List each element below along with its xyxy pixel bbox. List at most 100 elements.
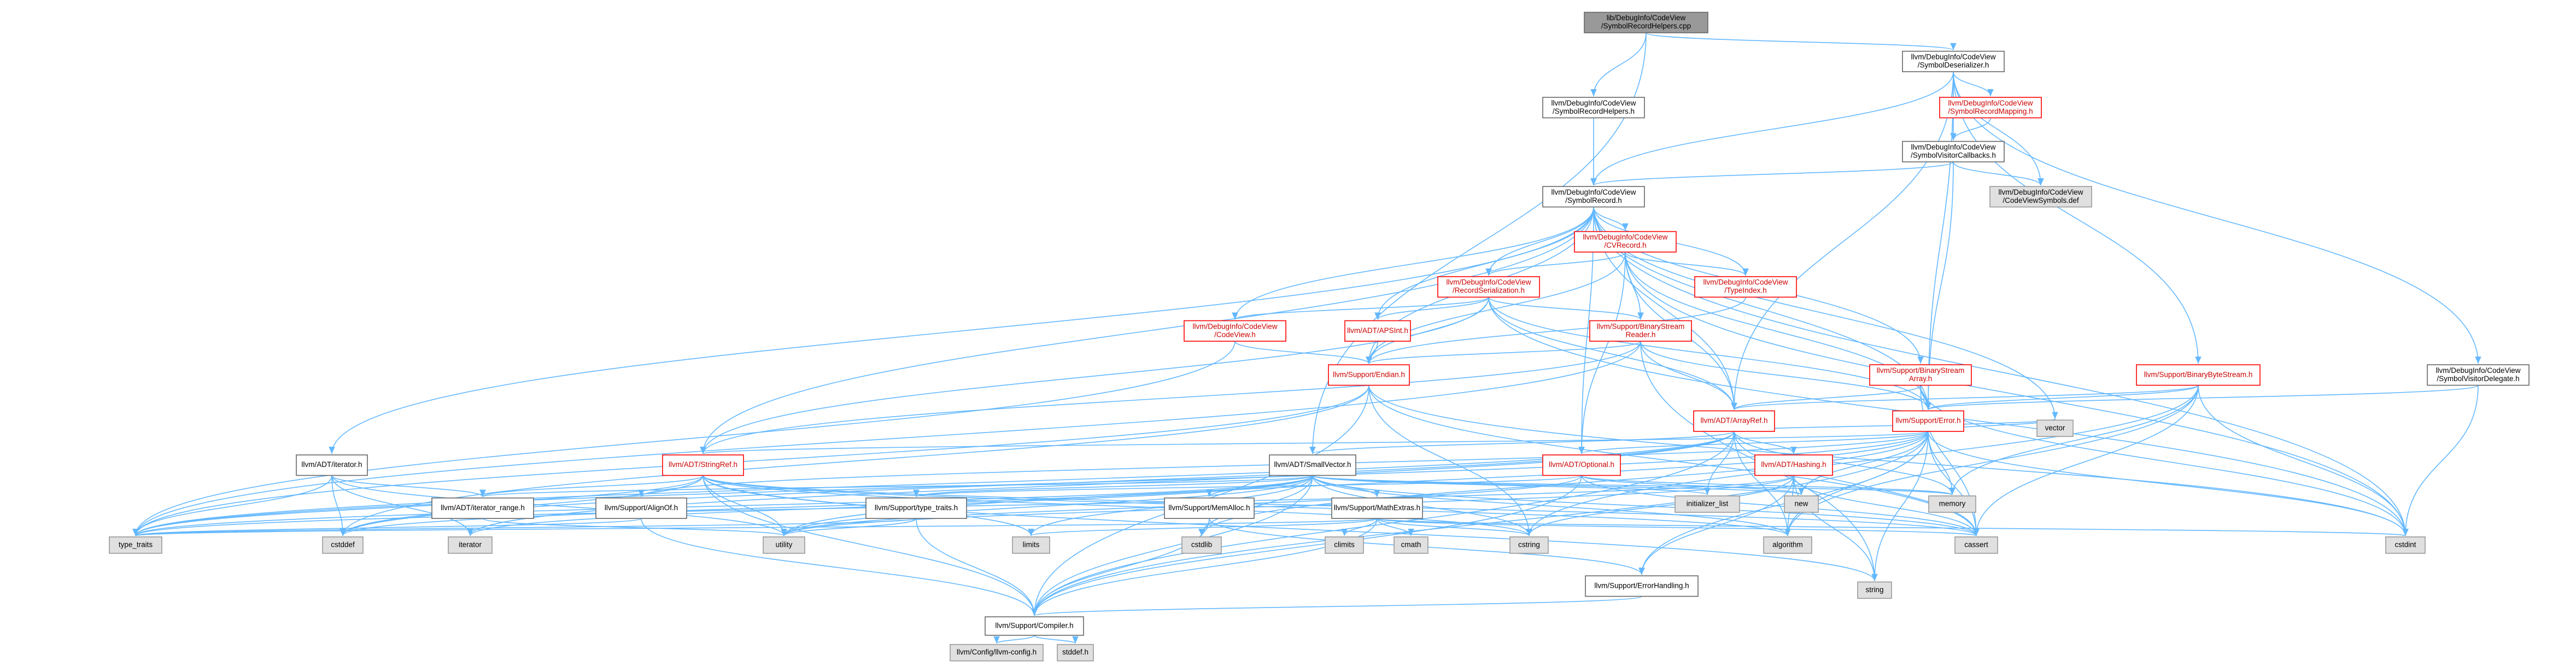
- edge-bsreader-to-endian: [1366, 341, 1641, 364]
- node-cstdint-box: [2385, 536, 2426, 554]
- node-arrayref-label-0: llvm/ADT/ArrayRef.h: [1700, 417, 1767, 425]
- node-error[interactable]: llvm/Support/Error.h: [1892, 410, 1964, 432]
- edge-smallvector-to-cassert: [1312, 475, 1980, 536]
- node-recser[interactable]: llvm/DebugInfo/CodeView/RecordSerializat…: [1437, 276, 1540, 298]
- edge-smallvector-to-compiler: [1031, 475, 1313, 616]
- node-root-label-0: lib/DebugInfo/CodeView: [1607, 14, 1686, 22]
- edge-smallvector-to-utility: [781, 475, 1313, 536]
- edge-iterator-to-cstddef: [331, 475, 346, 536]
- node-cstring: cstring: [1509, 536, 1549, 554]
- node-limits: limits: [1012, 536, 1050, 554]
- edge-callbacks-to-symrec: [1590, 161, 1954, 186]
- edge-smallvector-to-type_traits: [132, 475, 1313, 536]
- node-vector: vector: [2036, 419, 2074, 437]
- node-algorithm-label-0: algorithm: [1772, 540, 1803, 548]
- node-iterrange[interactable]: llvm/ADT/iterator_range.h: [431, 497, 534, 519]
- node-memalloc[interactable]: llvm/Support/MemAlloc.h: [1164, 497, 1255, 519]
- node-error-box: [1892, 410, 1964, 432]
- node-string-label-0: string: [1865, 586, 1883, 594]
- node-cstddef-box: [322, 536, 364, 554]
- edge-bsarray-to-cassert: [1920, 385, 1980, 536]
- edge-bsreader-to-stringref: [700, 341, 1641, 454]
- node-helpers[interactable]: llvm/DebugInfo/CodeView/SymbolRecordHelp…: [1542, 97, 1645, 119]
- node-typeindex[interactable]: llvm/DebugInfo/CodeView/TypeIndex.h: [1694, 276, 1797, 298]
- node-arrayref[interactable]: llvm/ADT/ArrayRef.h: [1693, 410, 1775, 432]
- edge-deser-to-delegate: [1953, 72, 2481, 364]
- node-cvrecord[interactable]: llvm/DebugInfo/CodeView/CVRecord.h: [1574, 231, 1677, 253]
- node-cstdlib: cstdlib: [1181, 536, 1222, 554]
- edge-delegate-to-cstdint: [2402, 385, 2479, 536]
- node-errhandling-box: [1585, 575, 1699, 597]
- node-string: string: [1857, 581, 1892, 599]
- node-vector-label-0: vector: [2045, 424, 2065, 432]
- node-mapping[interactable]: llvm/DebugInfo/CodeView/SymbolRecordMapp…: [1939, 97, 2042, 119]
- edge-delegate-to-error: [1925, 384, 2479, 411]
- node-memory-label-0: memory: [1939, 499, 1966, 507]
- edge-optional-to-typetraits_h: [914, 475, 1582, 498]
- node-climits-label-0: climits: [1334, 540, 1355, 548]
- node-utility-box: [763, 536, 805, 554]
- node-deser[interactable]: llvm/DebugInfo/CodeView/SymbolDeserializ…: [1902, 50, 2005, 72]
- node-compiler[interactable]: llvm/Support/Compiler.h: [985, 616, 1084, 636]
- edge-deser-to-mapping: [1953, 72, 1994, 97]
- node-codeview-label-0: llvm/DebugInfo/CodeView: [1192, 322, 1277, 330]
- node-hashing-box: [1754, 454, 1833, 476]
- edge-deser-to-error: [1925, 72, 1954, 410]
- node-symrec-label-0: llvm/DebugInfo/CodeView: [1551, 188, 1636, 196]
- edge-iterator-to-type_traits: [132, 475, 332, 536]
- edge-bsarray-to-arrayref: [1731, 385, 1921, 411]
- edge-iterator-to-iterator_std: [331, 475, 473, 536]
- node-optional[interactable]: llvm/ADT/Optional.h: [1542, 454, 1621, 476]
- node-symrec[interactable]: llvm/DebugInfo/CodeView/SymbolRecord.h: [1542, 186, 1645, 208]
- edge-hashing-to-utility: [781, 475, 1794, 536]
- node-new-box: [1784, 495, 1819, 513]
- node-type_traits: type_traits: [109, 536, 162, 554]
- node-bsreader-box: [1589, 320, 1692, 342]
- edge-root-to-helpers: [1590, 32, 1647, 97]
- node-type_traits-label-0: type_traits: [119, 540, 153, 548]
- edge-hashing-to-cstring: [1526, 475, 1794, 536]
- node-bytestream[interactable]: llvm/Support/BinaryByteStream.h: [2136, 364, 2261, 386]
- edge-smallvector-to-cstddef: [339, 475, 1313, 536]
- node-apsint-label-0: llvm/ADT/APSInt.h: [1347, 326, 1408, 335]
- node-cstddef: cstddef: [322, 536, 364, 554]
- edge-cvrecord-to-typeindex: [1625, 252, 1749, 276]
- edge-error-to-string: [1871, 431, 1929, 581]
- edge-bsreader-to-type_traits: [132, 341, 1641, 536]
- edge-symrec-to-codeview: [1232, 207, 1594, 320]
- node-mathextras[interactable]: llvm/Support/MathExtras.h: [1331, 497, 1423, 519]
- node-stddef-label-0: stddef.h: [1062, 648, 1088, 656]
- node-typetraits_h[interactable]: llvm/Support/type_traits.h: [865, 497, 967, 519]
- edge-stringref-to-iterrange: [479, 475, 704, 498]
- edge-smallvector-to-memory: [1312, 475, 1955, 495]
- node-delegate-box: [2427, 364, 2530, 386]
- node-compiler-label-0: llvm/Support/Compiler.h: [995, 621, 1073, 629]
- node-optional-label-0: llvm/ADT/Optional.h: [1549, 460, 1614, 469]
- node-string-box: [1857, 581, 1892, 599]
- node-smallvector[interactable]: llvm/ADT/SmallVector.h: [1269, 454, 1356, 476]
- node-codeview[interactable]: llvm/DebugInfo/CodeView/CodeView.h: [1184, 320, 1286, 342]
- node-iterator-label-0: llvm/ADT/iterator.h: [301, 460, 362, 469]
- node-hashing[interactable]: llvm/ADT/Hashing.h: [1754, 454, 1833, 476]
- node-cvsymdef-label-0: llvm/DebugInfo/CodeView: [1998, 188, 2083, 196]
- node-smallvector-box: [1269, 454, 1356, 476]
- node-callbacks[interactable]: llvm/DebugInfo/CodeView/SymbolVisitorCal…: [1902, 141, 2005, 162]
- node-iterator[interactable]: llvm/ADT/iterator.h: [296, 454, 368, 476]
- edge-iterator-to-iterrange: [331, 475, 486, 498]
- node-symrec-label-1: /SymbolRecord.h: [1565, 196, 1622, 205]
- node-delegate[interactable]: llvm/DebugInfo/CodeView/SymbolVisitorDel…: [2427, 364, 2530, 386]
- edge-stringref-to-utility: [702, 475, 787, 536]
- node-vector-box: [2036, 419, 2074, 437]
- node-helpers-label-0: llvm/DebugInfo/CodeView: [1551, 99, 1636, 107]
- edge-symrec-to-recser: [1485, 207, 1594, 276]
- node-stringref[interactable]: llvm/ADT/StringRef.h: [662, 454, 744, 476]
- node-alignof[interactable]: llvm/Support/AlignOf.h: [595, 497, 687, 519]
- node-apsint[interactable]: llvm/ADT/APSInt.h: [1344, 320, 1411, 342]
- node-cvsymdef-box: [1989, 186, 2092, 208]
- node-endian[interactable]: llvm/Support/Endian.h: [1328, 364, 1410, 386]
- node-errhandling[interactable]: llvm/Support/ErrorHandling.h: [1585, 575, 1699, 597]
- edge-mathextras-to-type_traits: [133, 518, 1378, 536]
